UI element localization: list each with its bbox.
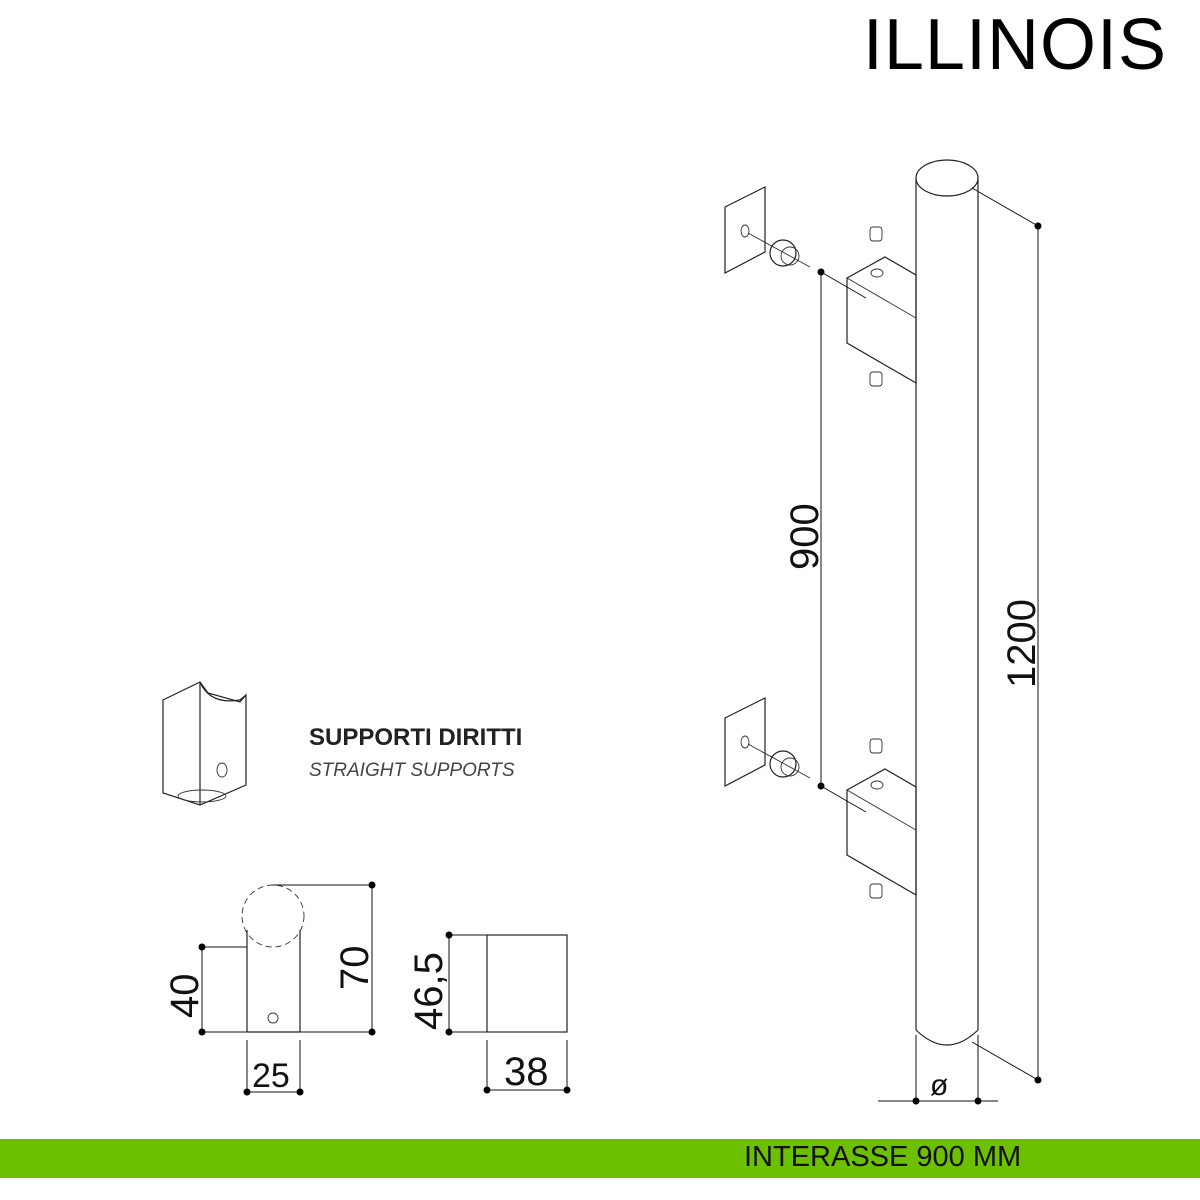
diameter-symbol: ø	[930, 1069, 948, 1102]
dimension-diameter: ø	[878, 1035, 998, 1105]
support-front-view: 40 70 25	[163, 881, 377, 1096]
dimension-900-label: 900	[783, 503, 827, 570]
support-subheading: STRAIGHT SUPPORTS	[309, 760, 515, 781]
dimension-38-label: 38	[504, 1050, 549, 1094]
product-title: ILLINOIS	[862, 5, 1167, 85]
support-heading: SUPPORTI DIRITTI	[309, 724, 523, 751]
dimension-46-5-label: 46,5	[407, 952, 451, 1030]
footer-label: INTERASSE 900 MM	[744, 1141, 1022, 1173]
dimension-25-label: 25	[252, 1057, 290, 1095]
dimension-70-label: 70	[333, 946, 377, 991]
dimension-900: 900	[783, 268, 867, 813]
handle-bar	[915, 159, 979, 1046]
footer-bar	[0, 1139, 1200, 1178]
support-side-view: 46,5 38	[407, 931, 571, 1094]
bottom-fixing-set	[724, 697, 917, 899]
support-isometric-icon	[162, 681, 247, 806]
dimension-40-label: 40	[163, 974, 207, 1019]
top-fixing-set	[724, 186, 917, 387]
dimension-1200: 1200	[971, 187, 1044, 1084]
dimension-1200-label: 1200	[1000, 599, 1044, 688]
